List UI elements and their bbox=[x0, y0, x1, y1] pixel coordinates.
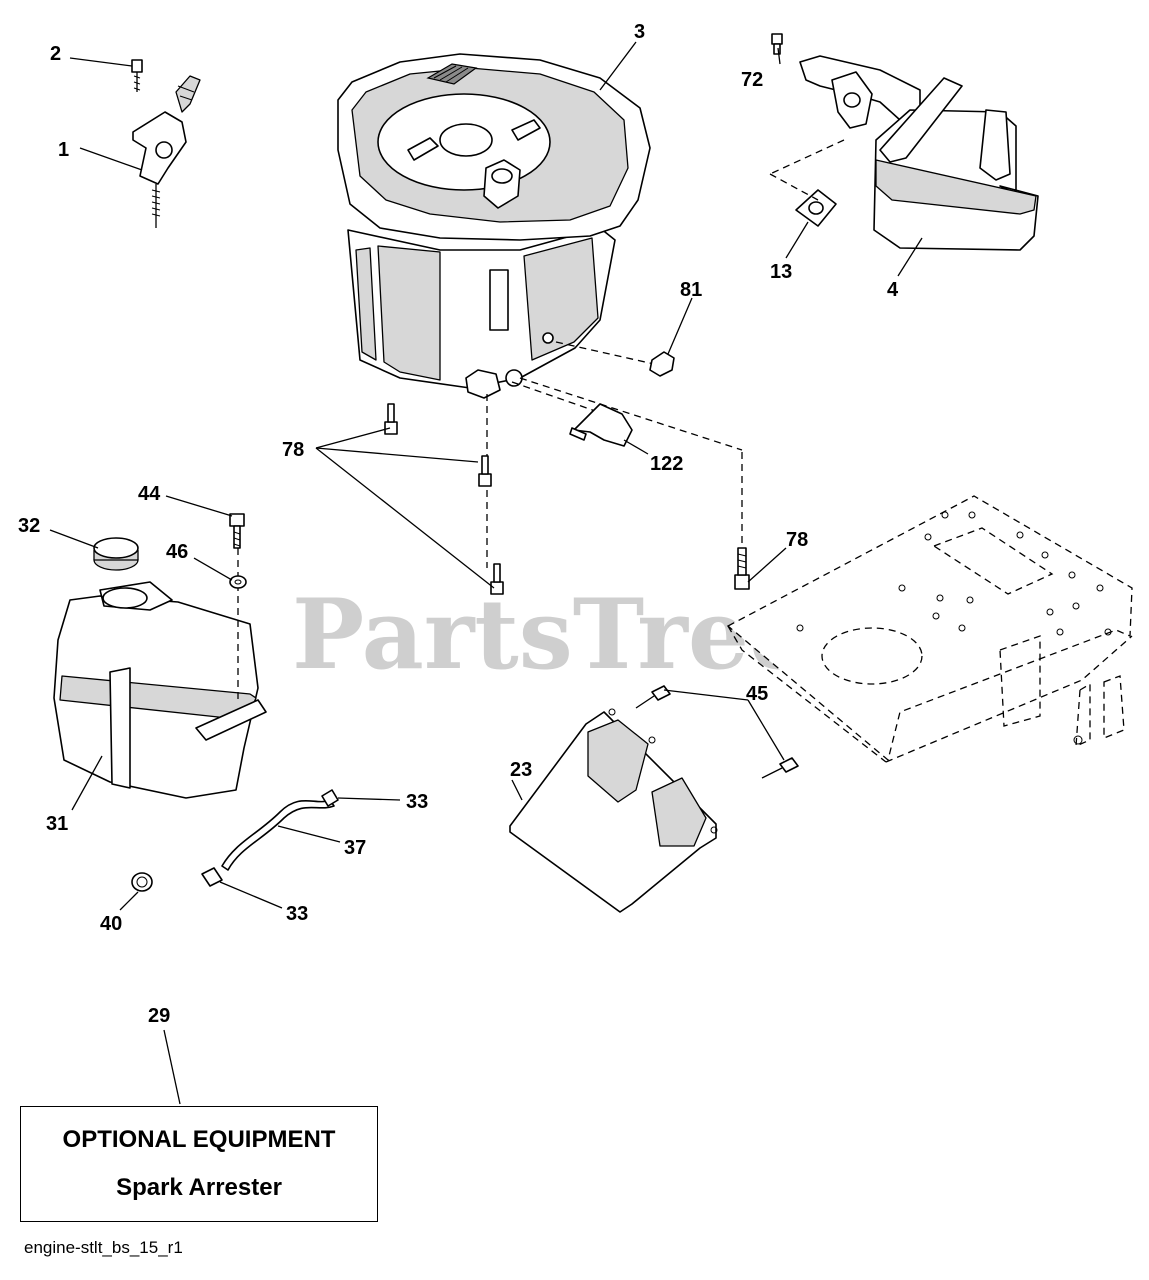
engine-nut-part bbox=[649, 351, 675, 377]
callout-31: 31 bbox=[46, 813, 68, 835]
exhaust-screw-part bbox=[771, 33, 783, 55]
callout-1: 1 bbox=[58, 139, 69, 161]
heat-shield-part bbox=[569, 403, 633, 447]
callout-44: 44 bbox=[138, 483, 161, 505]
exhaust-guides bbox=[769, 139, 845, 201]
callout-33-upper: 33 bbox=[406, 791, 428, 813]
optional-equipment-box: OPTIONAL EQUIPMENT Spark Arrester bbox=[20, 1106, 378, 1222]
fuel-line-clamp-part bbox=[201, 789, 339, 887]
diagram-code-label: engine-stlt_bs_15_r1 bbox=[24, 1238, 183, 1257]
bracket-screw-part bbox=[131, 59, 143, 92]
spark-arrester-label: Spark Arrester bbox=[116, 1174, 282, 1201]
callout-78-engine: 78 bbox=[282, 439, 304, 461]
callout-46: 46 bbox=[166, 541, 188, 563]
callout-72: 72 bbox=[741, 69, 763, 91]
fuel-filter-clamp-part bbox=[131, 872, 153, 892]
callout-37: 37 bbox=[344, 837, 366, 859]
muffler-part bbox=[799, 55, 1039, 251]
leader-lines bbox=[49, 41, 923, 1105]
mounting-plate-part bbox=[509, 708, 718, 913]
tank-screw-part bbox=[229, 513, 245, 700]
fuel-line-part bbox=[221, 799, 335, 871]
engine-mounting-guides bbox=[486, 341, 743, 568]
callout-29: 29 bbox=[148, 1005, 170, 1027]
engine-bolt-part bbox=[384, 403, 750, 595]
callout-122: 122 bbox=[650, 453, 683, 475]
callout-45: 45 bbox=[746, 683, 768, 705]
plate-screw-part bbox=[635, 685, 799, 779]
callout-40: 40 bbox=[100, 913, 122, 935]
throttle-bracket-part bbox=[132, 75, 201, 228]
callout-4: 4 bbox=[887, 279, 899, 301]
tank-washer-part bbox=[229, 575, 247, 589]
callout-33-lower: 33 bbox=[286, 903, 308, 925]
parts-tree-watermark: PartsTree bbox=[292, 578, 810, 691]
chassis-frame-outline bbox=[726, 495, 1133, 763]
callout-2: 2 bbox=[50, 43, 61, 65]
callout-13: 13 bbox=[770, 261, 792, 283]
callout-78-frame: 78 bbox=[786, 529, 808, 551]
fuel-tank-part bbox=[53, 581, 267, 799]
callout-32: 32 bbox=[18, 515, 40, 537]
engine-part bbox=[337, 53, 651, 399]
callout-3: 3 bbox=[634, 21, 645, 43]
exhaust-gasket-part bbox=[795, 189, 837, 227]
fuel-cap-part bbox=[93, 537, 139, 571]
optional-equipment-title: OPTIONAL EQUIPMENT bbox=[62, 1126, 336, 1153]
callout-23: 23 bbox=[510, 759, 532, 781]
callout-81: 81 bbox=[680, 279, 702, 301]
